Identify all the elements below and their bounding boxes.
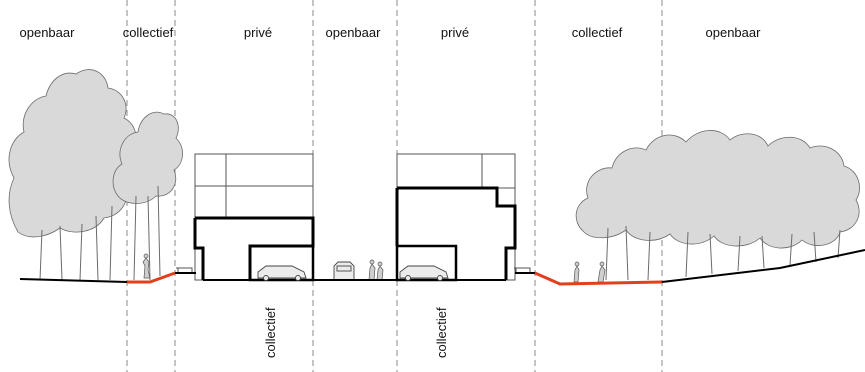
zone-label-collectief-right: collectief: [572, 25, 623, 40]
person-right-collective-1: [573, 265, 580, 283]
zone-labels: openbaar collectief privé openbaar privé…: [20, 25, 762, 40]
building-right-upper-floors: [396, 153, 516, 189]
person-center-2: [376, 265, 384, 281]
cars: [257, 261, 449, 281]
label-collectief-parking-right: collectief: [434, 307, 449, 358]
ground-collectief-right: [534, 271, 663, 286]
ground-street: [175, 272, 535, 281]
tree-cluster-right: [575, 130, 860, 281]
building-right-private-outline: [395, 186, 517, 280]
building-right: [395, 153, 517, 282]
building-left: [193, 153, 315, 282]
people: [142, 253, 606, 283]
car-parked-left: [257, 265, 307, 281]
zone-label-openbaar-center: openbaar: [326, 25, 382, 40]
person-right-collective-2: [597, 265, 606, 283]
ground-openbaar-right: [661, 249, 865, 283]
zone-label-openbaar-left: openbaar: [20, 25, 76, 40]
building-right-parking: [395, 244, 458, 282]
label-collectief-parking-left: collectief: [263, 307, 278, 358]
zone-label-prive-right: privé: [441, 25, 469, 40]
person-left-collective: [142, 257, 151, 279]
car-street-center: [333, 261, 355, 281]
tree-cluster-left: [8, 69, 183, 281]
person-center-1: [368, 263, 376, 281]
ground: [19, 249, 865, 286]
building-left-parking: [248, 244, 315, 282]
ground-collectief-left: [127, 271, 176, 284]
underground-labels: collectief collectief: [263, 307, 449, 358]
zone-label-prive-left: privé: [244, 25, 272, 40]
car-parked-right: [399, 265, 449, 281]
zone-label-collectief-left: collectief: [123, 25, 174, 40]
ground-openbaar-left: [19, 278, 128, 283]
zone-label-openbaar-right: openbaar: [706, 25, 762, 40]
